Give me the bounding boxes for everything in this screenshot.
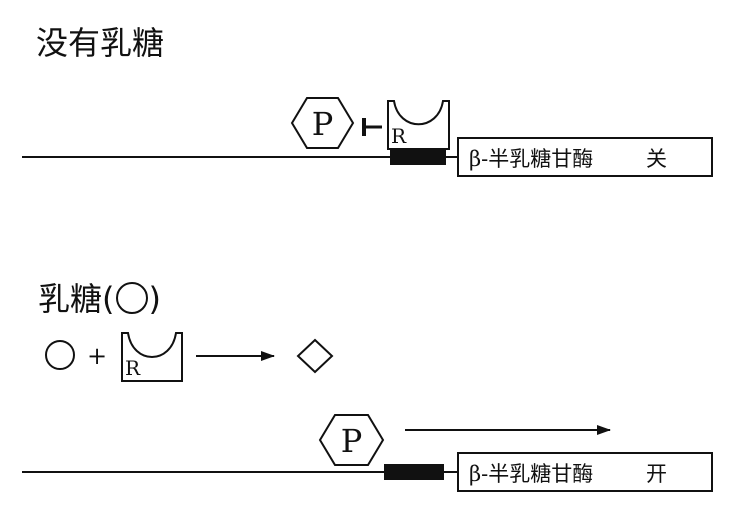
promoter-letter-top: P <box>312 105 334 143</box>
plus-sign: + <box>87 342 107 370</box>
operator-block-bottom <box>384 464 444 480</box>
gene-label-bottom: β-半乳糖甘酶 <box>469 462 593 486</box>
bottom-panel: P β-半乳糖甘酶 开 <box>22 414 713 492</box>
lactose-title-suffix: ) <box>148 280 161 318</box>
promoter-hexagon-top <box>290 97 355 149</box>
repressor-letter-top: R <box>391 124 407 148</box>
inactive-repressor-diamond <box>296 338 334 374</box>
lactose-title-prefix: 乳糖( <box>38 280 115 318</box>
gene-status-on: 开 <box>646 462 667 486</box>
repressor-free <box>121 332 183 382</box>
gene-status-off: 关 <box>646 147 667 171</box>
promoter-letter-bottom: P <box>341 422 363 460</box>
repressor-top <box>387 100 450 150</box>
gene-label-top: β-半乳糖甘酶 <box>469 147 593 171</box>
lactose-circle <box>45 340 75 370</box>
repressor-letter-free: R <box>125 356 141 380</box>
gene-box-bottom <box>457 452 713 492</box>
top-panel: β-半乳糖甘酶 关 P R <box>22 97 713 177</box>
lactose-circle-symbol <box>115 282 148 314</box>
no-lactose-title: 没有乳糖 <box>36 24 165 62</box>
lactose-title: 乳糖() <box>38 274 161 320</box>
gene-box-top <box>457 137 713 177</box>
reaction-row: + R <box>45 332 334 382</box>
promoter-hexagon-bottom <box>318 414 385 466</box>
operator-block-top <box>390 149 446 165</box>
